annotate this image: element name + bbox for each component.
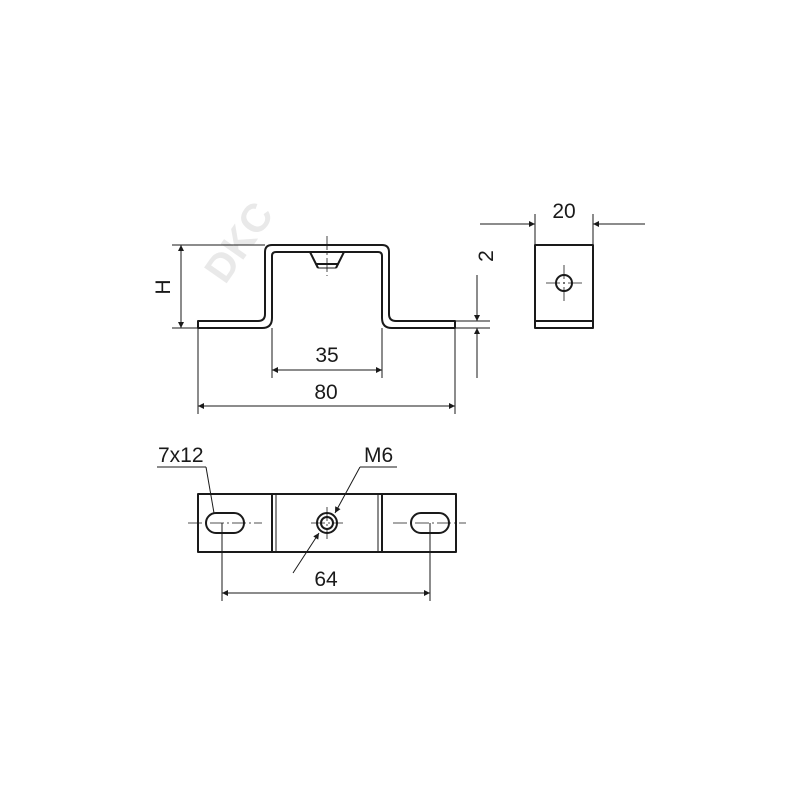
front-view: H 2 35 80 [152, 236, 498, 414]
dim-label-width: 20 [552, 200, 575, 223]
nut-chamfer [315, 263, 339, 269]
label-thread: M6 [364, 444, 393, 467]
label-slot: 7x12 [158, 444, 204, 467]
top-view: 7x12 M6 64 [157, 444, 466, 601]
dim-label-thickness: 2 [475, 250, 498, 262]
side-view: 20 [480, 200, 645, 329]
dim-label-height: H [152, 279, 175, 294]
side-outline [534, 244, 594, 329]
leader-slot [205, 466, 215, 514]
dim-label-inner: 35 [315, 344, 338, 367]
watermark: DKC [196, 194, 282, 290]
leader-thread-upper [334, 466, 361, 514]
leader-thread-lower [292, 532, 320, 574]
dim-label-pitch: 64 [314, 568, 338, 591]
dim-label-overall: 80 [314, 381, 337, 404]
